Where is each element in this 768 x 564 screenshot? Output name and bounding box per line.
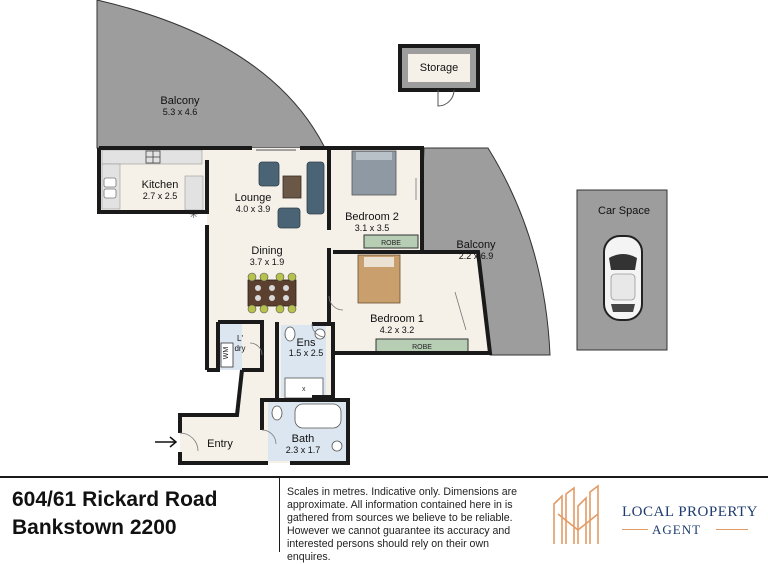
wm-box <box>220 342 234 368</box>
bedroom1-name: Bedroom 1 <box>370 313 424 325</box>
coffee-table-icon <box>282 175 302 199</box>
appliance-star-icon: ✳ <box>189 209 198 221</box>
car-space-name: Car Space <box>598 205 650 217</box>
address-line2: Bankstown 2200 <box>12 516 177 539</box>
car-icon <box>603 235 643 321</box>
balcony-top-area <box>96 0 326 149</box>
logo-mark-icon <box>553 484 599 544</box>
storage-door-icon <box>437 89 455 107</box>
wm-label: WM <box>223 347 230 360</box>
door-swings <box>179 178 467 452</box>
entry-name: Entry <box>207 438 233 450</box>
lounge-name: Lounge <box>235 192 272 204</box>
robe-bedroom2 <box>363 234 419 249</box>
ensuite-dims: 1.5 x 2.5 <box>289 348 324 358</box>
agency-logo: LOCAL PROPERTY AGENT <box>548 484 762 546</box>
dining-table-icon <box>247 272 297 314</box>
kitchen-dims: 2.7 x 2.5 <box>143 191 178 201</box>
robe-bedroom1-label: ROBE <box>412 344 432 351</box>
lounge-dims: 4.0 x 3.9 <box>236 204 271 214</box>
balcony-top-dims: 5.3 x 4.6 <box>163 107 198 117</box>
entry-arrow-icon <box>155 436 178 448</box>
toilet-bath-icon <box>271 405 283 421</box>
brand-line2: AGENT <box>652 522 702 537</box>
room-labels: Balcony 5.3 x 4.6 Storage Kitchen 2.7 x … <box>142 62 650 455</box>
robe-bedroom2-label: ROBE <box>381 240 401 247</box>
bed-1-pillows <box>364 257 394 267</box>
footer-divider <box>279 478 280 552</box>
vanity-bath-icon <box>331 440 343 452</box>
balcony-right-name: Balcony <box>456 239 496 251</box>
storage-inner <box>408 54 470 82</box>
cooktop-icon <box>145 150 161 164</box>
disclaimer-text: Scales in metres. Indicative only. Dimen… <box>287 486 518 563</box>
bathtub-icon <box>294 403 342 429</box>
floor-plan: ✳ ROBE ROBE WM x <box>96 0 668 465</box>
balcony-right-area <box>419 147 551 356</box>
kitchen-name: Kitchen <box>142 179 179 191</box>
storage-name: Storage <box>420 62 459 74</box>
bedroom2-name: Bedroom 2 <box>345 211 399 223</box>
bed-2-pillows <box>356 152 392 160</box>
balcony-right-dims: 2.2 x 6.9 <box>459 251 494 261</box>
walls <box>97 146 493 465</box>
shower-x-mark: x <box>302 386 306 393</box>
laundry-line2: dry <box>234 344 245 353</box>
brand-line1: LOCAL PROPERTY <box>622 504 758 520</box>
bedroom2-dims: 3.1 x 3.5 <box>355 223 390 233</box>
dining-name: Dining <box>251 245 282 257</box>
ensuite-name: Ens <box>297 337 316 349</box>
bath-dims: 2.3 x 1.7 <box>286 445 321 455</box>
balcony-top-name: Balcony <box>160 95 200 107</box>
address-line1: 604/61 Rickard Road <box>12 488 218 511</box>
dining-dims: 3.7 x 1.9 <box>250 257 285 267</box>
brand-rule-right <box>716 529 748 530</box>
toilet-ensuite-icon <box>284 326 296 342</box>
kitchen-island <box>184 175 204 211</box>
sofa-icon <box>258 161 325 229</box>
bath-name: Bath <box>292 433 315 445</box>
bedroom1-dims: 4.2 x 3.2 <box>380 325 415 335</box>
brand-rule-left <box>622 529 648 530</box>
property-address: 604/61 Rickard Road Bankstown 2200 <box>12 486 274 542</box>
laundry-line1: L' <box>237 334 243 343</box>
sink-icon <box>103 177 117 199</box>
footer: 604/61 Rickard Road Bankstown 2200 Scale… <box>0 476 768 563</box>
